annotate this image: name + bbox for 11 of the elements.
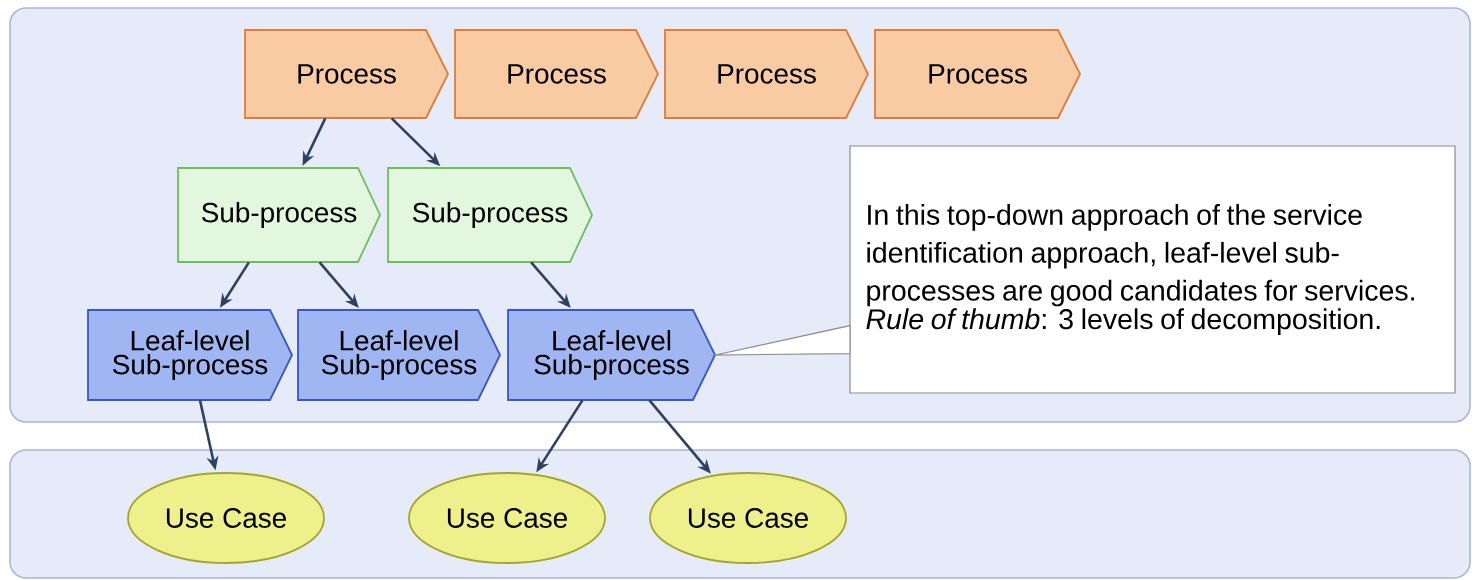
process-box: Process [664, 29, 869, 119]
process-box: Process [454, 29, 659, 119]
leaf-level-box: Leaf-level Sub-process [507, 309, 716, 401]
callout-tail [709, 324, 851, 356]
sub-process-box: Sub-process [387, 167, 593, 263]
process-box: Process [874, 29, 1081, 119]
sub-process-box: Sub-process [177, 167, 381, 263]
process-box: Process [244, 29, 449, 119]
leaf-level-box: Leaf-level Sub-process [87, 309, 293, 401]
leaf-level-box: Leaf-level Sub-process [297, 309, 501, 401]
callout-box: In this top-down approach of the service identification approach, leaf-level sub-processes are good candidates for services. Rule of thumb: 3 levels of decomposition. [849, 145, 1456, 394]
